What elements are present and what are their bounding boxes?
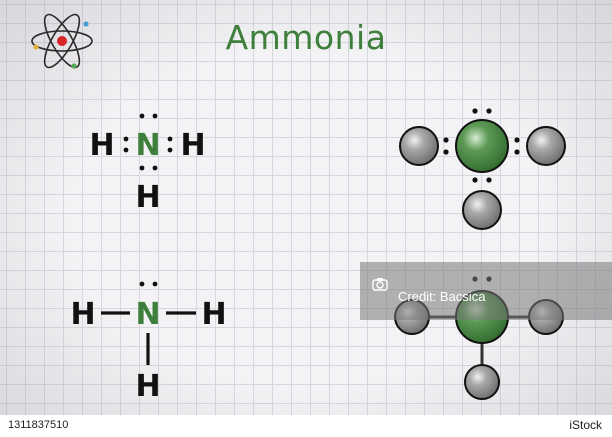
lewis-hydrogen-left: H — [89, 128, 114, 163]
structural-hydrogen-right: H — [201, 297, 226, 332]
lewis-electron-dots — [123, 113, 173, 171]
structural-hydrogen-bottom: H — [135, 369, 160, 404]
stock-image-id: 1311837510 — [8, 419, 69, 431]
ball-hydrogen-left — [399, 126, 439, 166]
watermark-band — [360, 262, 612, 320]
page-title: Ammonia — [225, 18, 387, 57]
ball-hydrogen-right — [526, 126, 566, 166]
ball-nitrogen — [455, 119, 509, 173]
stick-hydrogen-bottom — [464, 364, 500, 400]
lewis-hydrogen-bottom: H — [135, 180, 160, 215]
stock-brand-logo: iStock — [569, 418, 602, 432]
camera-icon — [372, 278, 388, 291]
ball-model-electron-dot — [399, 108, 566, 230]
ball-electron-dots — [443, 108, 520, 183]
atom-icon — [31, 13, 93, 69]
ball-hydrogen-bottom — [462, 190, 502, 230]
stock-footer: 1311837510 iStock — [0, 415, 612, 437]
lewis-nitrogen-symbol: N — [135, 128, 160, 163]
watermark-credit: Credit: Bacsica — [398, 289, 486, 304]
structural-bonds — [101, 311, 196, 365]
structural-formula: N H H H — [70, 281, 227, 404]
lewis-hydrogen-right: H — [180, 128, 205, 163]
structural-nitrogen-symbol: N — [135, 297, 160, 332]
lewis-structure: N H H H — [89, 113, 206, 215]
structural-hydrogen-left: H — [70, 297, 95, 332]
structural-lone-pair — [139, 281, 158, 287]
